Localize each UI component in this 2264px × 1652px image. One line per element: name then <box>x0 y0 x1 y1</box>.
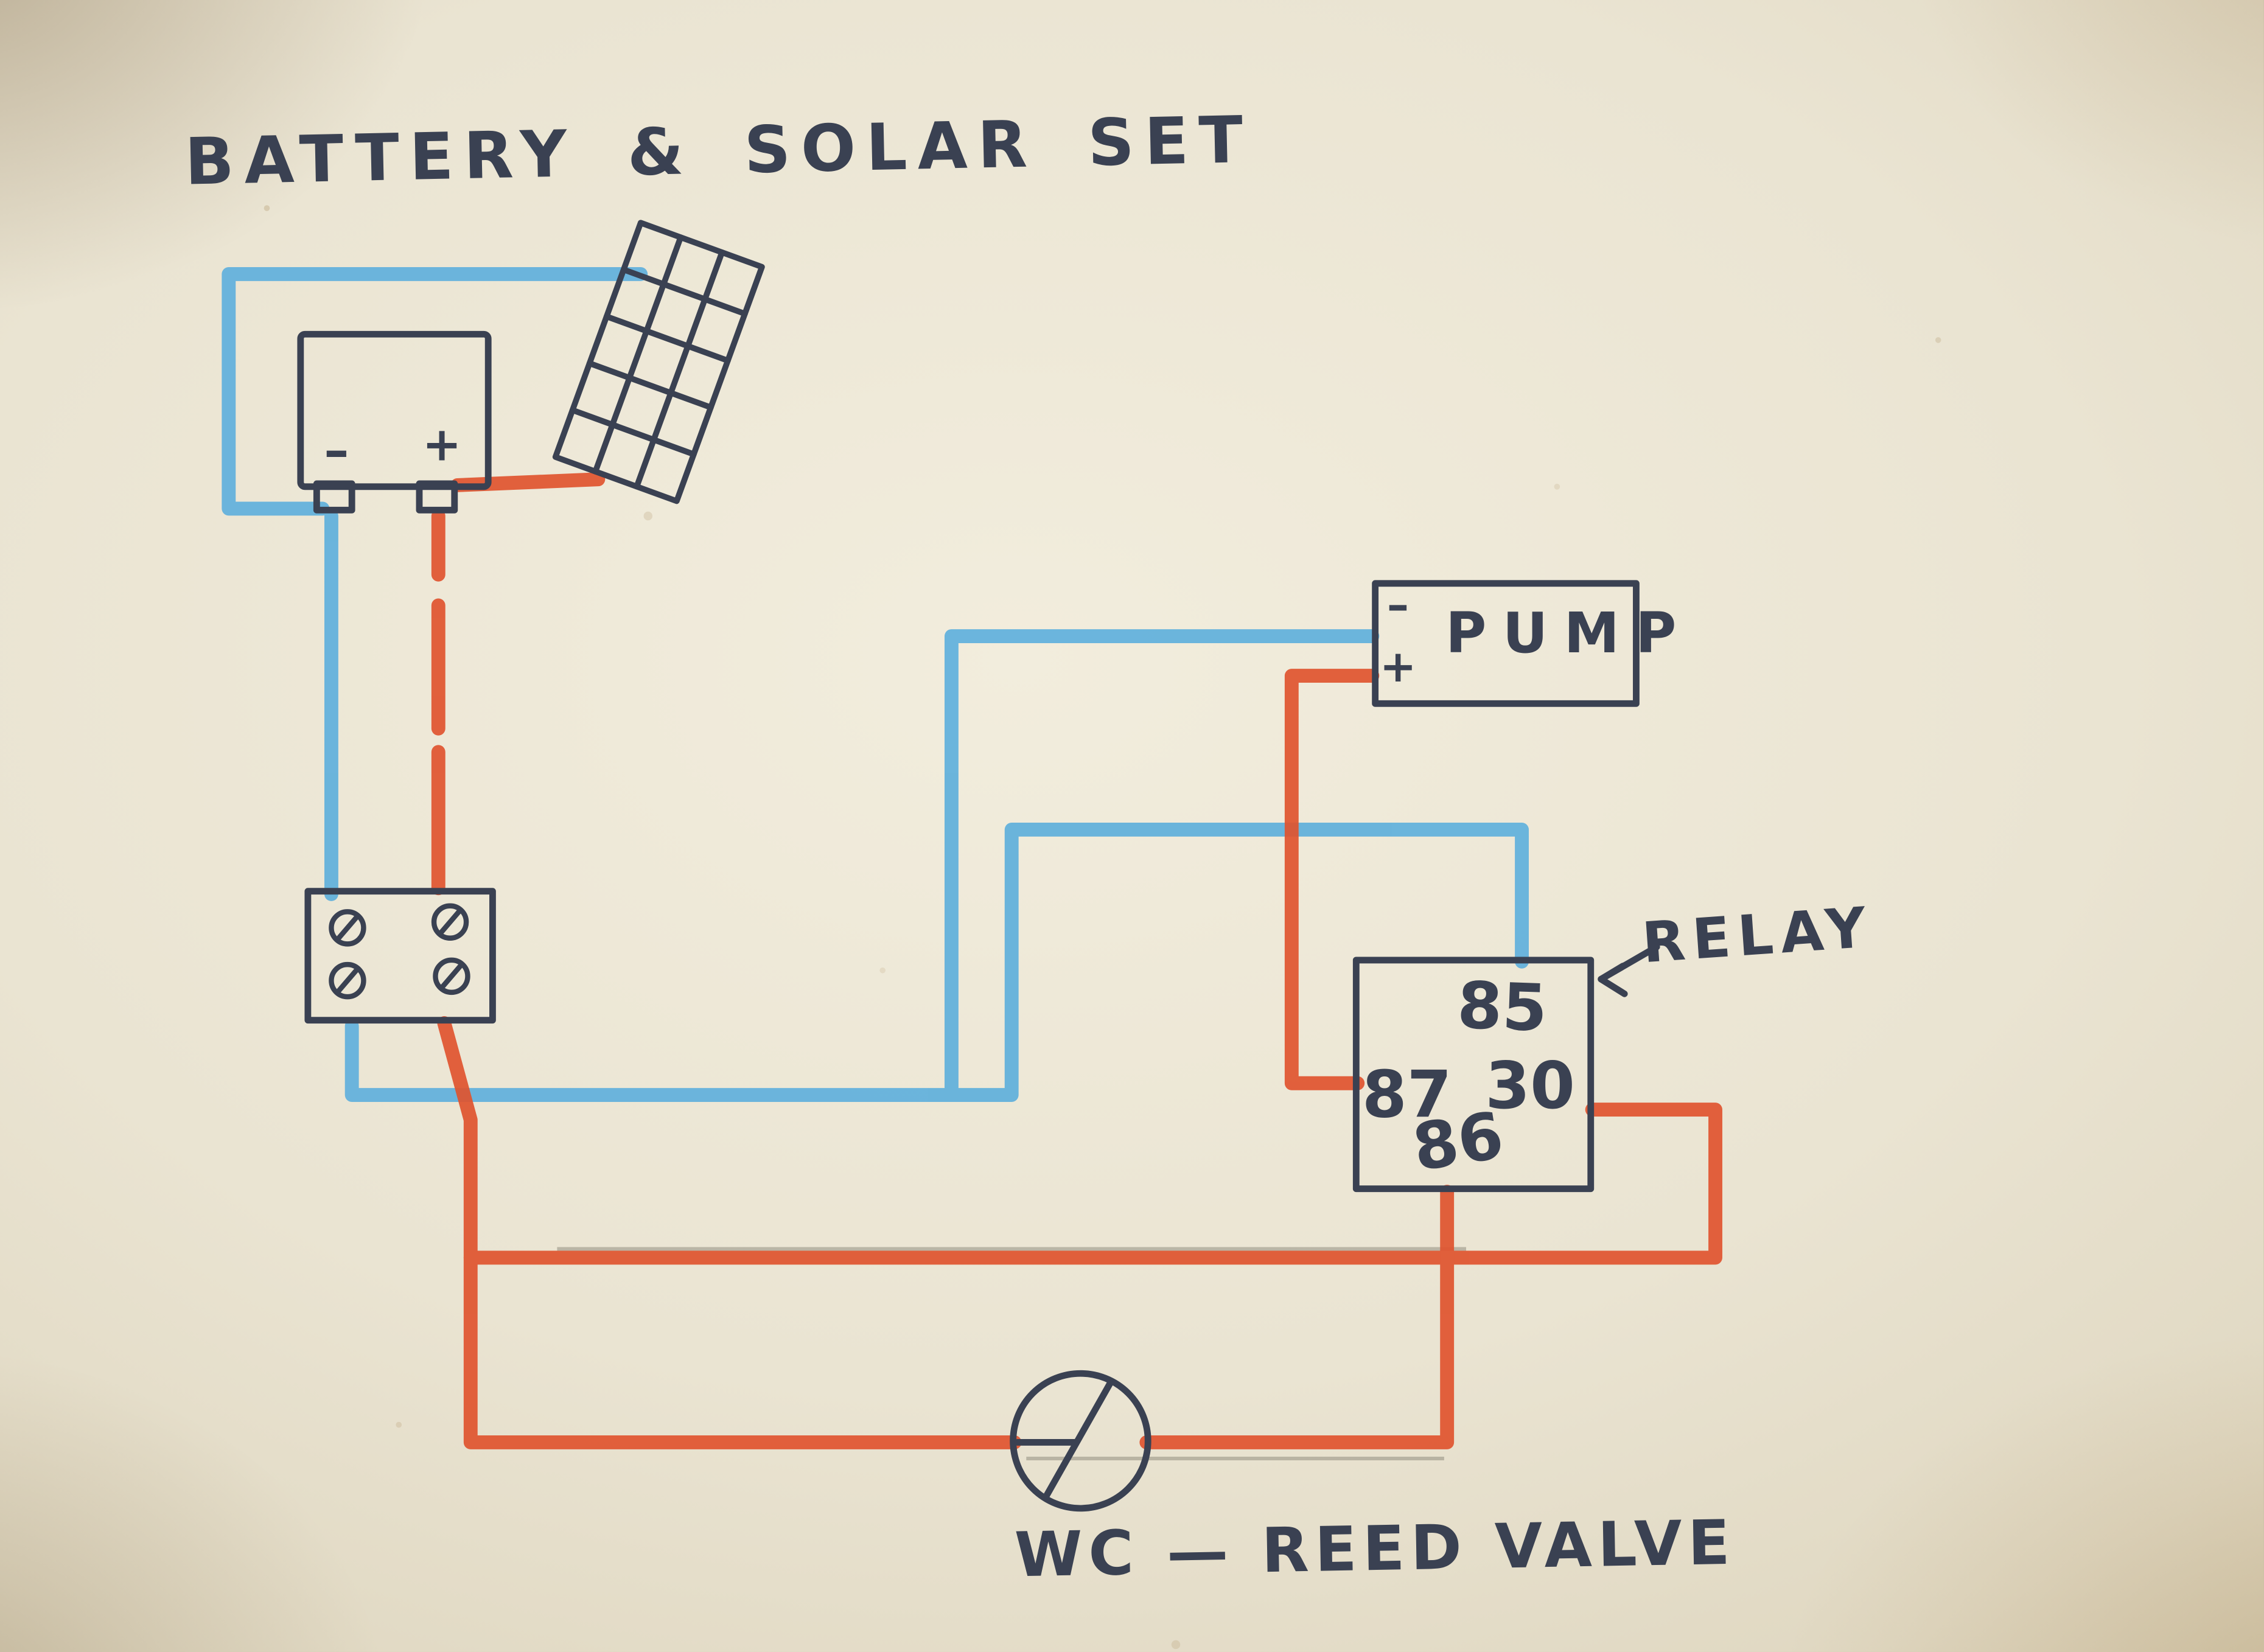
relay-pin-86-label: 86 <box>1408 1098 1509 1187</box>
relay-pin-87-label: 87 <box>1361 1058 1452 1134</box>
battery-box <box>297 330 492 490</box>
paper-speckles <box>264 205 270 211</box>
pump-plus-label: + <box>1379 642 1417 694</box>
wire-reed-valve-to-relay-86 <box>1139 1185 1455 1449</box>
wire-bus-to-pump-negative <box>944 629 1380 1102</box>
terminal-connector-block <box>304 888 496 1024</box>
relay-pin-30-label: 30 <box>1485 1049 1575 1124</box>
battery-terminal-negative <box>313 480 355 514</box>
reed-valve-symbol <box>1010 1370 1151 1512</box>
battery-plus-label: + <box>422 416 462 472</box>
wire-pump-positive-to-relay-87 <box>1284 669 1380 1090</box>
relay-pin-85-label: 85 <box>1456 969 1549 1047</box>
reed-valve-label: WC — REED VALVE <box>1014 1506 1737 1591</box>
negative-wires <box>222 267 1529 1102</box>
relay-box <box>1352 957 1595 1193</box>
battery-minus-label: – <box>324 422 349 481</box>
wire-connector-to-reed-valve <box>437 1016 1022 1449</box>
positive-wires <box>431 472 1722 1449</box>
pump-box <box>1372 580 1640 707</box>
wire-bus-to-relay-30 <box>463 1103 1722 1265</box>
relay-pointer-arrow-icon <box>1598 943 1660 997</box>
wire-solar-to-battery-negative <box>222 267 648 516</box>
wire-connector-to-relay-85 <box>344 823 1529 1102</box>
solar-panel <box>552 220 765 504</box>
battery-terminal-positive <box>416 480 458 514</box>
ink-outlines <box>297 220 1660 1512</box>
pump-label: PUMP <box>1445 601 1693 666</box>
pump-minus-label: – <box>1386 580 1410 632</box>
pencil-guide-lines <box>557 1247 1466 1460</box>
